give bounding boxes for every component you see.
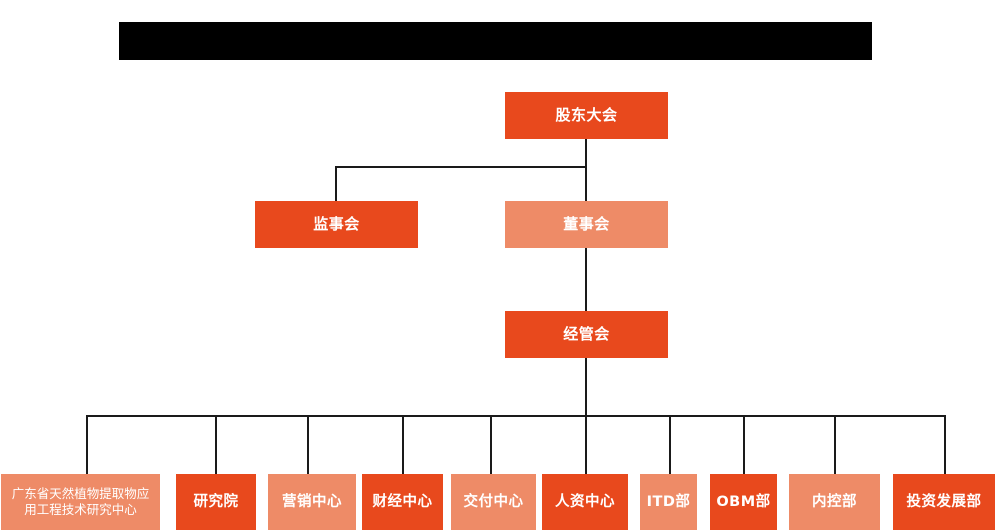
guangdong-research-center-line1: 广东省天然植物提取物应 <box>11 486 150 501</box>
connector-level1-bus <box>335 166 586 168</box>
connector-drop-research-institute <box>215 415 217 474</box>
connector-drop-supervisors <box>335 166 337 201</box>
redacted-title-bar <box>119 22 872 60</box>
connector-drop-guangdong-research-center <box>86 415 88 474</box>
connector-drop-investment-development-department <box>944 415 946 474</box>
node-obm-department[interactable]: OBM部 <box>710 474 777 530</box>
connector-drop-finance-center <box>402 415 404 474</box>
node-itd-department[interactable]: ITD部 <box>640 474 697 530</box>
connector-drop-directors <box>585 166 587 201</box>
connector-shareholders-stem <box>585 139 587 167</box>
connector-drop-delivery-center <box>490 415 492 474</box>
connector-drop-marketing-center <box>307 415 309 474</box>
node-board-of-supervisors[interactable]: 监事会 <box>255 201 418 248</box>
node-hr-center[interactable]: 人资中心 <box>542 474 628 530</box>
connector-drop-obm-department <box>743 415 745 474</box>
node-guangdong-research-center[interactable]: 广东省天然植物提取物应 用工程技术研究中心 <box>1 474 160 530</box>
node-management-committee[interactable]: 经管会 <box>505 311 668 358</box>
node-delivery-center[interactable]: 交付中心 <box>451 474 536 530</box>
connector-drop-itd-department <box>669 415 671 474</box>
connector-directors-to-management <box>585 248 587 312</box>
connector-drop-internal-control-department <box>834 415 836 474</box>
node-board-of-directors[interactable]: 董事会 <box>505 201 668 248</box>
connector-management-stem <box>585 358 587 416</box>
connector-drop-hr-center <box>585 415 587 474</box>
node-research-institute[interactable]: 研究院 <box>176 474 256 530</box>
node-internal-control-department[interactable]: 内控部 <box>789 474 880 530</box>
node-finance-center[interactable]: 财经中心 <box>362 474 443 530</box>
connector-departments-bus <box>86 415 945 417</box>
node-shareholders-meeting[interactable]: 股东大会 <box>505 92 668 139</box>
node-marketing-center[interactable]: 营销中心 <box>268 474 356 530</box>
node-investment-development-department[interactable]: 投资发展部 <box>893 474 995 530</box>
guangdong-research-center-line2: 用工程技术研究中心 <box>24 502 137 517</box>
